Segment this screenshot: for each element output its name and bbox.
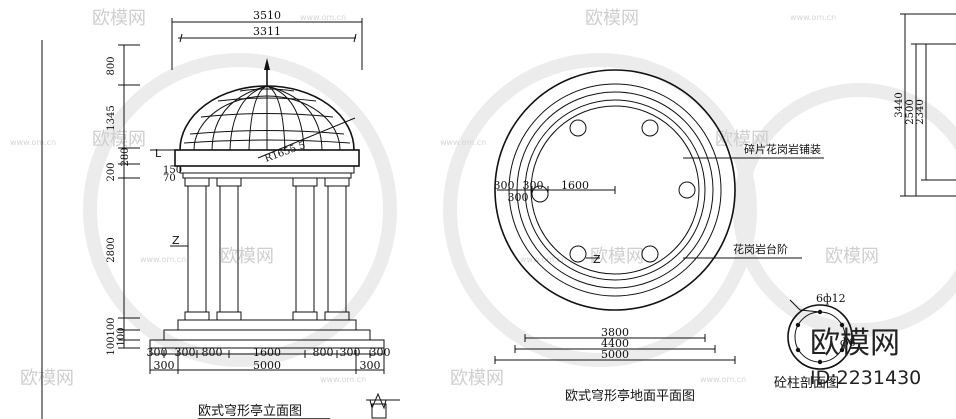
watermark-url: www.om.cn [700, 375, 746, 384]
dim-step-3: 100 [106, 336, 117, 355]
dim-dome-height: 1345 [106, 105, 117, 130]
column [292, 177, 318, 321]
watermark-url: www.om.cn [520, 255, 566, 264]
dim-plan-span: 1600 [561, 179, 589, 192]
column-plan [678, 181, 696, 199]
column-plan [569, 245, 587, 263]
dim-step-2: 100 [116, 327, 127, 346]
plan-title: 欧式穹形亭地面平面图 [565, 388, 695, 404]
dim-bottom: 800 [202, 346, 223, 359]
dim-step-1: 100 [106, 317, 117, 336]
dim-section: 2500 [905, 99, 916, 124]
elevation-drawing: 3510 3311 800 1345 280 200 150 70 2800 1… [106, 9, 400, 419]
dim-small-70: 70 [163, 173, 176, 184]
brand-id: ID:2231430 [810, 367, 921, 389]
watermark-url: www.om.cn [10, 138, 56, 147]
dim-bottom: 300 [175, 346, 196, 359]
dim-bottom: 300 [340, 346, 361, 359]
dim-plan-bottom: 4400 [601, 337, 629, 350]
dim-plan-inner: 300 [508, 191, 529, 204]
watermark-url: www.om.cn [320, 375, 366, 384]
elevation-title: 欧式穹形亭立面图 [198, 403, 302, 419]
dim-bottom-total: 5000 [253, 359, 281, 372]
column [324, 177, 350, 321]
dim-bottom: 300 [154, 359, 175, 372]
dim-plan-bottom: 3800 [601, 326, 629, 339]
watermark-url: www.om.cn [300, 13, 346, 22]
watermark-url: www.om.cn [440, 138, 486, 147]
dim-bottom: 300 [147, 346, 168, 359]
marker-l: L [155, 147, 162, 160]
watermark-text: 欧模网 [585, 8, 639, 29]
watermark-text: 欧模网 [220, 246, 274, 267]
rebar-main: 6ф12 [816, 292, 846, 305]
dim-bottom: 300 [360, 359, 381, 372]
marker-z-plan: Z [593, 253, 601, 266]
brand-logo-text: 欧模网 [810, 326, 900, 361]
dim-section: 2340 [915, 99, 926, 124]
watermark-text: 欧模网 [92, 129, 146, 150]
dim-bottom: 300 [370, 346, 391, 359]
marker-z: Z [172, 234, 180, 247]
column-plan [641, 119, 659, 137]
dim-small-150: 150 [163, 165, 182, 176]
brand-corner: 欧模网 ID:2231430 [810, 326, 921, 389]
watermark-text: 欧模网 [590, 246, 644, 267]
watermark-text: 欧模网 [450, 368, 504, 389]
watermark-text: 欧模网 [825, 246, 879, 267]
watermark-layer: 欧模网 www.om.cn 欧模网 www.om.cn 欧模网 www.om.c… [10, 8, 956, 389]
rebar-stirrup: ф6 [840, 336, 856, 349]
dim-dome-width: 3311 [253, 25, 281, 38]
dim-column-height: 2800 [106, 237, 117, 262]
watermark-url: www.om.cn [140, 255, 186, 264]
dim-bottom: 800 [313, 346, 334, 359]
plan-drawing: 300 300 300 1600 Z 碎片花岗岩铺装 花岗岩台阶 3800 44… [494, 69, 824, 404]
dim-entablature: 200 [106, 162, 117, 181]
dim-section: 3440 [894, 92, 905, 117]
dim-bottom: 1600 [253, 346, 281, 359]
column-plan [569, 119, 587, 137]
section-title: 砼柱剖面图 [774, 376, 839, 391]
column [184, 177, 210, 321]
dim-overall-width: 3510 [253, 9, 281, 22]
dim-plan-inner: 300 [494, 179, 515, 192]
watermark-text: 欧模网 [715, 129, 769, 150]
watermark-text: 欧模网 [92, 8, 146, 29]
callout-paving: 碎片花岗岩铺装 [744, 142, 821, 156]
dim-cornice: 280 [120, 147, 131, 166]
callout-steps: 花岗岩台阶 [733, 242, 788, 256]
column-plan [641, 245, 659, 263]
dim-plan-bottom: 5000 [601, 348, 629, 361]
watermark-url: www.om.cn [790, 13, 836, 22]
dim-plan-inner: 300 [523, 179, 544, 192]
dim-finial: 800 [106, 56, 117, 75]
watermark-text: 欧模网 [20, 368, 74, 389]
section-drawing: 3440 2500 2340 6ф12 ф6 砼柱剖面图 [774, 13, 956, 391]
